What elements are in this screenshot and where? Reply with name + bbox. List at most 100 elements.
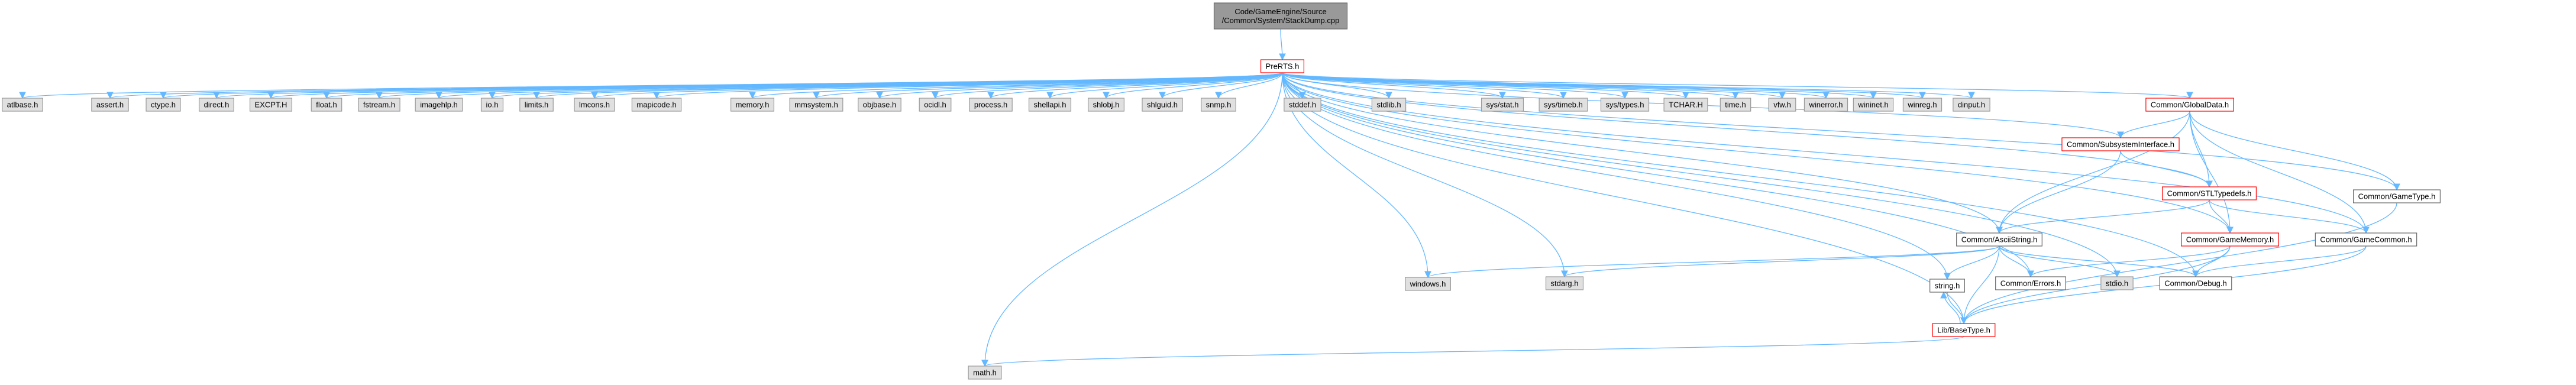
node-box [146, 98, 181, 112]
node-label: Common/Errors.h [2000, 279, 2061, 288]
graph-node-gametype[interactable]: Common/GameType.h [2353, 189, 2441, 203]
node-box [91, 98, 129, 112]
node-box [858, 98, 901, 112]
node-label: Common/GameType.h [2358, 192, 2436, 201]
graph-node-stdlib: stdlib.h [1371, 98, 1407, 112]
edge-prerts-to-vfw [1282, 72, 1786, 99]
edge-prerts-to-wininet [1282, 72, 1877, 99]
node-box [2061, 137, 2180, 151]
node-label: mapicode.h [636, 101, 676, 109]
edge-prerts-to-mapicode [653, 72, 1283, 99]
node-box [1663, 98, 1708, 112]
node-label: atlbase.h [7, 101, 38, 109]
graph-node-globaldata[interactable]: Common/GlobalData.h [2145, 98, 2234, 112]
edge-string-to-basetype [1947, 292, 1967, 325]
edge-gamememory-to-debug [2192, 245, 2231, 278]
graph-node-debug[interactable]: Common/Debug.h [2159, 276, 2232, 290]
edge-root-to-prerts [1279, 28, 1286, 61]
graph-node-root[interactable]: Code/GameEngine/Source/Common/System/Sta… [1213, 2, 1348, 30]
graph-node-gamememory[interactable]: Common/GameMemory.h [2181, 232, 2279, 247]
edge-prerts-to-gamememory [1282, 72, 2234, 234]
graph-node-snmp: snmp.h [1201, 98, 1236, 112]
node-label: PreRTS.h [1266, 62, 1300, 71]
edge-asciistring-to-stdarg [1561, 245, 2000, 278]
node-label: stdarg.h [1551, 279, 1579, 288]
node-box [1481, 98, 1524, 112]
graph-node-errors[interactable]: Common/Errors.h [1995, 276, 2066, 290]
graph-node-string[interactable]: string.h [1929, 279, 1965, 293]
node-label: io.h [486, 101, 499, 109]
graph-node-gamecommon[interactable]: Common/GameCommon.h [2315, 232, 2417, 247]
graph-node-assert: assert.h [91, 98, 129, 112]
graph-node-shlobj: shlobj.h [1087, 98, 1125, 112]
edge-globaldata-to-asciistring [1996, 111, 2190, 234]
node-label: fstream.h [363, 101, 395, 109]
edge-prerts-to-shellapi [1046, 72, 1283, 99]
edge-basetype-to-string [1940, 291, 1961, 324]
node-box [1028, 98, 1072, 112]
node-box [2100, 276, 2134, 290]
graph-node-basetype[interactable]: Lib/BaseType.h [1932, 323, 1996, 337]
graph-node-systypes: sys/types.h [1600, 98, 1650, 112]
node-label: shlguid.h [1147, 101, 1178, 109]
edge-prerts-to-stdio [1282, 72, 2121, 278]
node-box [1087, 98, 1125, 112]
node-box [730, 98, 775, 112]
node-box [1902, 98, 1942, 112]
graph-node-winreg: winreg.h [1902, 98, 1942, 112]
graph-node-vfw: vfw.h [1768, 98, 1796, 112]
graph-node-asciistring[interactable]: Common/AsciiString.h [1956, 232, 2042, 247]
graph-node-prerts[interactable]: PreRTS.h [1260, 59, 1305, 73]
graph-node-float: float.h [311, 98, 342, 112]
edge-basetype-to-math [981, 336, 1964, 367]
node-label: dinput.h [1958, 101, 1985, 109]
node-box [311, 98, 342, 112]
edge-prerts-to-shlguid [1159, 72, 1283, 99]
node-label: process.h [974, 101, 1007, 109]
graph-node-windows: windows.h [1405, 277, 1451, 291]
graph-node-stdio: stdio.h [2100, 276, 2134, 290]
edge-prerts-to-snmp [1215, 72, 1283, 99]
edge-prerts-to-globaldata [1282, 72, 2193, 99]
node-box [1995, 276, 2066, 290]
graph-node-dinput: dinput.h [1953, 98, 1990, 112]
node-box [358, 98, 400, 112]
node-box [1853, 98, 1894, 112]
edge-prerts-to-gamecommon [1282, 72, 2370, 234]
graph-node-imagehlp: imagehlp.h [415, 98, 463, 112]
node-label: stddef.h [1289, 101, 1316, 109]
edge-prerts-to-debug [1282, 72, 2199, 278]
graph-node-mmsystem: mmsystem.h [789, 98, 843, 112]
node-label: lmcons.h [579, 101, 610, 109]
graph-node-memory: memory.h [730, 98, 775, 112]
node-box [1932, 323, 1996, 337]
node-label: Common/GlobalData.h [2151, 101, 2229, 109]
node-label: TCHAR.H [1669, 101, 1703, 109]
graph-node-sysstat: sys/stat.h [1481, 98, 1524, 112]
edge-prerts-to-ocidl [932, 72, 1283, 99]
node-box [1953, 98, 1990, 112]
node-label: objbase.h [863, 101, 896, 109]
node-box [631, 98, 682, 112]
node-label: time.h [1725, 101, 1746, 109]
node-box [1768, 98, 1796, 112]
node-label: windows.h [1410, 280, 1446, 289]
edge-prerts-to-asciistring [1282, 72, 2003, 234]
node-label: mmsystem.h [794, 101, 838, 109]
node-box [2161, 186, 2257, 200]
graph-node-winerror: winerror.h [1803, 98, 1848, 112]
node-label: Lib/BaseType.h [1937, 326, 1990, 335]
graph-node-shellapi: shellapi.h [1028, 98, 1072, 112]
graph-node-subsys[interactable]: Common/SubsystemInterface.h [2061, 137, 2180, 151]
node-box [2, 98, 43, 112]
node-label: Common/GameCommon.h [2320, 235, 2412, 244]
graph-node-stltypedefs[interactable]: Common/STLTypedefs.h [2161, 186, 2257, 200]
node-label: shlobj.h [1093, 101, 1120, 109]
graph-node-lmcons: lmcons.h [574, 98, 615, 112]
node-label: math.h [973, 368, 997, 377]
node-label: imagehlp.h [420, 101, 458, 109]
node-label: Common/Debug.h [2164, 279, 2227, 288]
node-label: stdio.h [2106, 279, 2128, 288]
edge-asciistring-to-debug [1999, 245, 2199, 278]
